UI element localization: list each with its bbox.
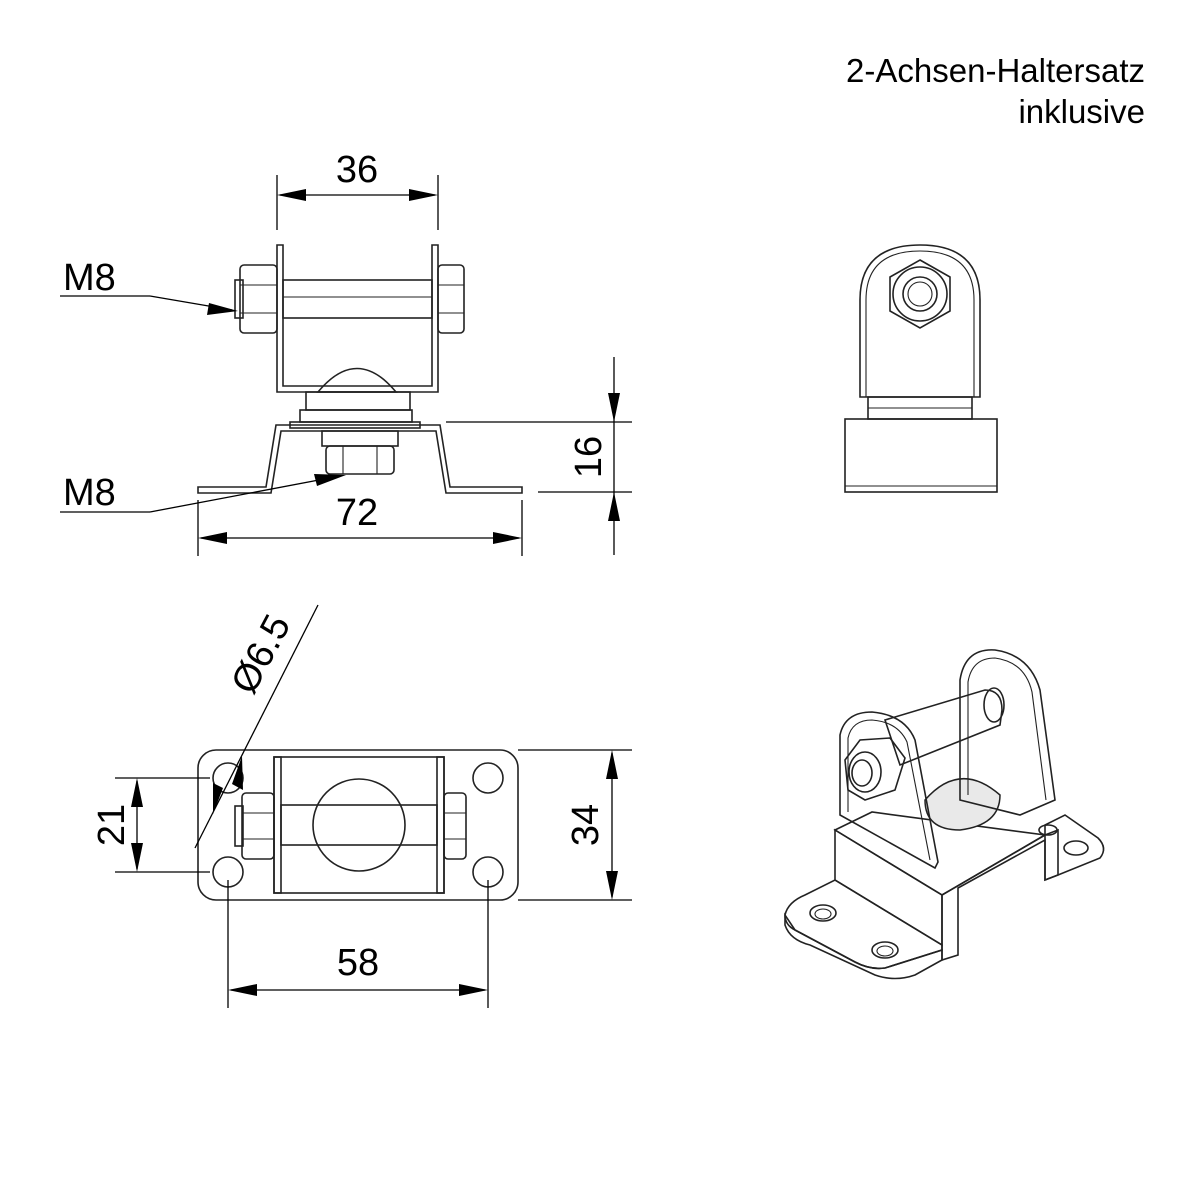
hole-top-right [472, 762, 504, 794]
side-view [844, 244, 998, 493]
damper-block [299, 409, 413, 423]
top-plate [197, 749, 519, 901]
dome [316, 367, 398, 393]
hole-spacing-vertical-label: 21 [91, 804, 133, 846]
axle [282, 279, 433, 319]
side-base [844, 418, 998, 493]
iso-riser-front [834, 828, 943, 947]
front-view [197, 244, 523, 494]
iso-nut [844, 737, 906, 801]
thread-bottom-label: M8 [63, 472, 116, 514]
top-dome [312, 778, 406, 872]
top-nut-right [443, 792, 467, 860]
iso-riser-side [941, 828, 1059, 962]
isometric-view [784, 649, 1105, 980]
iso-bracket-back [959, 649, 1056, 816]
dim-length-base-label: 72 [336, 492, 378, 534]
side-bracket [859, 244, 981, 398]
plate-width-label: 34 [565, 804, 607, 846]
leader-thread-top: M8 [60, 257, 238, 315]
side-axle-hole [902, 276, 938, 312]
nut-left [239, 264, 278, 334]
dim-height-base-label: 16 [568, 436, 610, 478]
dim-height-base: 16 [446, 357, 632, 555]
iso-foot-right [1044, 814, 1105, 882]
dim-plate-width: 34 [518, 749, 632, 901]
top-nut-left [241, 792, 275, 860]
top-u-bracket [273, 756, 445, 894]
hole-spacing-horizontal-label: 58 [337, 942, 379, 984]
damper-plate [289, 421, 421, 429]
iso-axle [883, 689, 1003, 767]
leader-hole-diameter: Ø6.5 [194, 604, 319, 849]
leader-thread-bottom: M8 [60, 472, 346, 514]
thread-top-label: M8 [63, 257, 116, 299]
dim-width-top-label: 36 [336, 149, 378, 191]
nut-bottom [325, 445, 395, 475]
dim-hole-spacing-vertical: 21 [91, 777, 210, 873]
dim-length-base: 72 [197, 492, 523, 556]
hole-top-left [212, 762, 244, 794]
iso-foot-left-edge [784, 912, 943, 980]
side-nut [889, 259, 951, 329]
title-line-1: 2-Achsen-Haltersatz [846, 52, 1145, 89]
dome-base [305, 391, 411, 411]
hole-diameter-label: Ø6.5 [224, 608, 300, 700]
title-line-2: inklusive [1018, 93, 1145, 130]
iso-dome [924, 778, 1001, 831]
dim-hole-spacing-horizontal: 58 [227, 880, 489, 1008]
nut-right [437, 264, 465, 334]
base-bracket [197, 424, 523, 494]
iso-bracket-front [839, 711, 939, 870]
top-axle [280, 804, 438, 846]
dim-width-top: 36 [276, 149, 439, 230]
top-view [197, 749, 519, 901]
iso-foot-left [784, 879, 943, 970]
